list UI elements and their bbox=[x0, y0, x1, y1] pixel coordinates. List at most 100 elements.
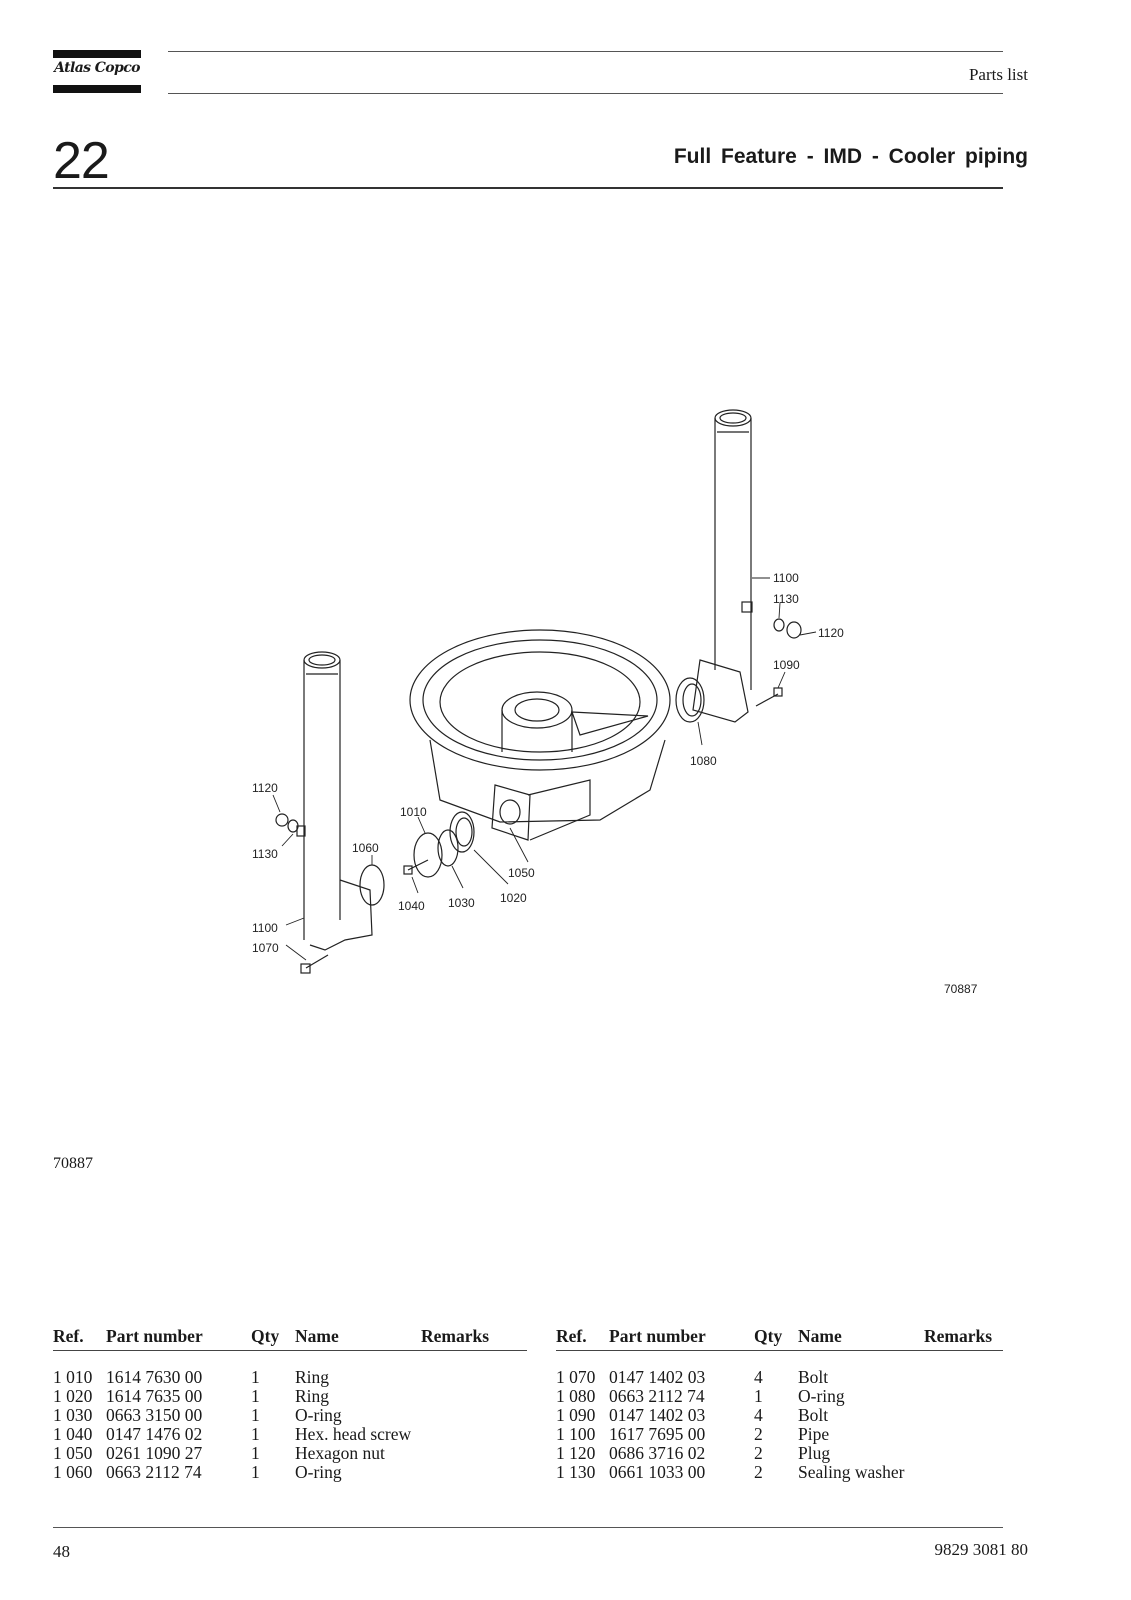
brand-name: Atlas Copco bbox=[54, 60, 140, 76]
col-remarks: Remarks bbox=[924, 1325, 1003, 1351]
ref: 1 030 bbox=[53, 1405, 93, 1425]
left-bolt bbox=[300, 954, 329, 974]
callout-1070: 1070 bbox=[252, 941, 279, 955]
qty: 1 bbox=[754, 1386, 763, 1406]
col-remarks: Remarks bbox=[421, 1325, 527, 1351]
qty: 1 bbox=[251, 1424, 260, 1444]
remarks bbox=[421, 1406, 527, 1425]
ring-1020 bbox=[449, 811, 475, 853]
table-row: 1 060 0663 2112 74 1 O-ring bbox=[53, 1463, 527, 1482]
page-number: 48 bbox=[53, 1542, 70, 1561]
table-row: 1 100 1617 7695 00 2 Pipe bbox=[556, 1425, 1003, 1444]
table-row: 1 090 0147 1402 03 4 Bolt bbox=[556, 1406, 1003, 1425]
part-name: Hexagon nut bbox=[295, 1443, 385, 1463]
callout-1080: 1080 bbox=[690, 754, 717, 768]
part-name: Plug bbox=[798, 1443, 831, 1463]
qty: 1 bbox=[251, 1386, 260, 1406]
part-name: Ring bbox=[295, 1367, 330, 1387]
table-row: 1 010 1614 7630 00 1 Ring bbox=[53, 1351, 527, 1388]
part-number: 0147 1476 02 bbox=[106, 1424, 203, 1444]
remarks bbox=[924, 1406, 1003, 1425]
col-qty: Qty bbox=[251, 1325, 295, 1351]
part-number: 1617 7695 00 bbox=[609, 1424, 706, 1444]
table-row: 1 050 0261 1090 27 1 Hexagon nut bbox=[53, 1444, 527, 1463]
ring-1010 bbox=[413, 832, 443, 878]
callout-1020: 1020 bbox=[500, 891, 527, 905]
right-o-ring bbox=[675, 677, 705, 723]
ref: 1 060 bbox=[53, 1462, 93, 1482]
qty: 4 bbox=[754, 1367, 763, 1387]
right-bolt bbox=[755, 687, 783, 707]
part-number: 1614 7630 00 bbox=[106, 1367, 203, 1387]
hex-screw-1040 bbox=[403, 859, 429, 875]
qty: 1 bbox=[251, 1367, 260, 1387]
table-header-row: Ref. Part number Qty Name Remarks bbox=[53, 1325, 527, 1351]
parts-table-left: Ref. Part number Qty Name Remarks 1 010 … bbox=[53, 1325, 527, 1482]
cooler-housing bbox=[409, 629, 671, 841]
part-name: O-ring bbox=[295, 1405, 342, 1425]
qty: 2 bbox=[754, 1443, 763, 1463]
table-header-row: Ref. Part number Qty Name Remarks bbox=[556, 1325, 1003, 1351]
col-ref: Ref. bbox=[53, 1325, 106, 1351]
qty: 2 bbox=[754, 1424, 763, 1444]
ref: 1 050 bbox=[53, 1443, 93, 1463]
qty: 1 bbox=[251, 1405, 260, 1425]
callout-1010: 1010 bbox=[400, 805, 427, 819]
callout-1040: 1040 bbox=[398, 899, 425, 913]
callout-1030: 1030 bbox=[448, 896, 475, 910]
left-plug bbox=[275, 813, 299, 833]
ref: 1 020 bbox=[53, 1386, 93, 1406]
parts-table-right: Ref. Part number Qty Name Remarks 1 070 … bbox=[556, 1325, 1003, 1482]
remarks bbox=[421, 1463, 527, 1482]
remarks bbox=[924, 1387, 1003, 1406]
header-rule-top bbox=[168, 51, 1003, 52]
part-number: 1614 7635 00 bbox=[106, 1386, 203, 1406]
ref: 1 120 bbox=[556, 1443, 596, 1463]
part-number: 0147 1402 03 bbox=[609, 1405, 706, 1425]
ref: 1 010 bbox=[53, 1367, 93, 1387]
part-name: O-ring bbox=[798, 1386, 845, 1406]
table-row: 1 080 0663 2112 74 1 O-ring bbox=[556, 1387, 1003, 1406]
qty: 1 bbox=[251, 1462, 260, 1482]
leader-lines bbox=[272, 577, 817, 961]
ref: 1 090 bbox=[556, 1405, 596, 1425]
part-number: 0686 3716 02 bbox=[609, 1443, 706, 1463]
ref: 1 070 bbox=[556, 1367, 596, 1387]
part-name: Hex. head screw bbox=[295, 1424, 412, 1444]
remarks bbox=[924, 1444, 1003, 1463]
part-number: 0663 2112 74 bbox=[106, 1462, 202, 1482]
remarks bbox=[421, 1387, 527, 1406]
remarks bbox=[924, 1463, 1003, 1482]
table-row: 1 020 1614 7635 00 1 Ring bbox=[53, 1387, 527, 1406]
atlas-copco-logo: Atlas Copco bbox=[53, 50, 141, 94]
part-number: 0147 1402 03 bbox=[609, 1367, 706, 1387]
remarks bbox=[421, 1425, 527, 1444]
drawing-number: 70887 bbox=[944, 982, 978, 996]
callout-1120-right: 1120 bbox=[818, 626, 844, 640]
remarks bbox=[421, 1444, 527, 1463]
remarks bbox=[924, 1351, 1003, 1388]
figure-id: 70887 bbox=[53, 1155, 93, 1172]
ref: 1 100 bbox=[556, 1424, 596, 1444]
callout-1090: 1090 bbox=[773, 658, 800, 672]
col-part-number: Part number bbox=[106, 1325, 251, 1351]
left-pipe bbox=[296, 651, 373, 951]
col-qty: Qty bbox=[754, 1325, 798, 1351]
table-row: 1 040 0147 1476 02 1 Hex. head screw bbox=[53, 1425, 527, 1444]
page-title: Full Feature - IMD - Cooler piping bbox=[673, 145, 1028, 168]
part-number: 0261 1090 27 bbox=[106, 1443, 203, 1463]
part-name: Ring bbox=[295, 1386, 330, 1406]
table-row: 1 130 0661 1033 00 2 Sealing washer bbox=[556, 1463, 1003, 1482]
ref: 1 080 bbox=[556, 1386, 596, 1406]
right-pipe bbox=[692, 409, 753, 723]
ref: 1 130 bbox=[556, 1462, 596, 1482]
part-name: Pipe bbox=[798, 1424, 830, 1444]
callout-1100-left: 1100 bbox=[252, 921, 278, 935]
callout-1050: 1050 bbox=[508, 866, 535, 880]
exploded-view-diagram: 1100 1130 1120 1090 1080 1120 1010 1060 … bbox=[252, 409, 978, 996]
callout-1120-left: 1120 bbox=[252, 781, 278, 795]
table-row: 1 120 0686 3716 02 2 Plug bbox=[556, 1444, 1003, 1463]
table-row: 1 070 0147 1402 03 4 Bolt bbox=[556, 1351, 1003, 1388]
right-plug bbox=[773, 618, 802, 639]
document-number: 9829 3081 80 bbox=[934, 1540, 1029, 1559]
